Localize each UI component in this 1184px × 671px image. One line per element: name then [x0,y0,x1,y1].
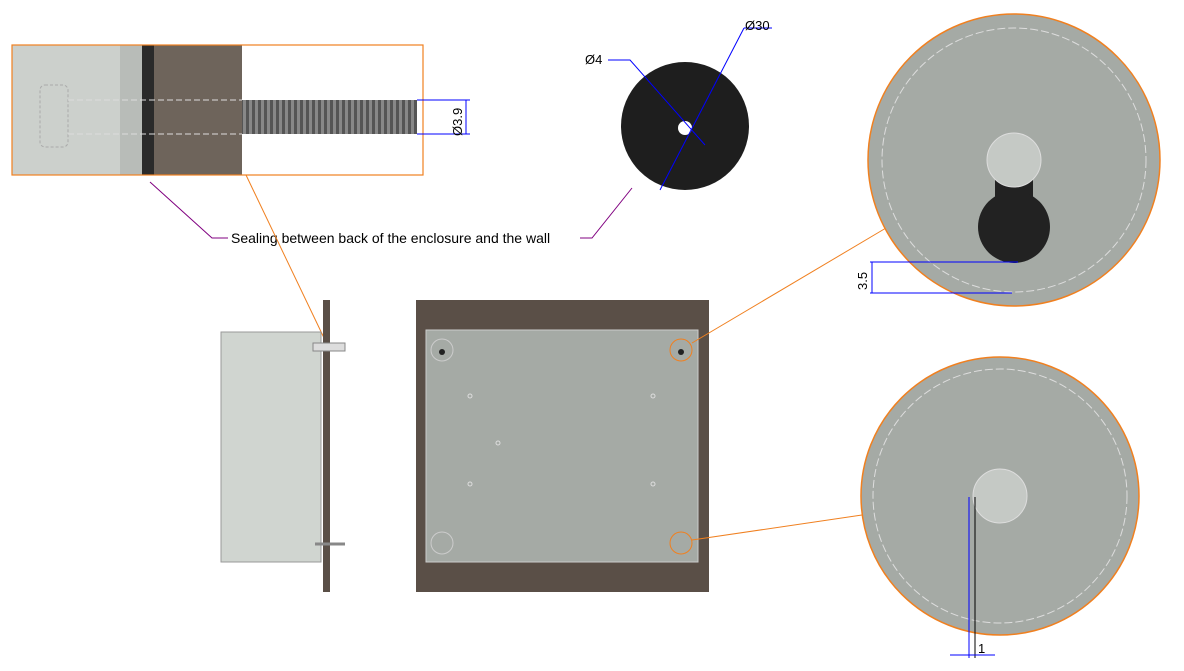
screw-offset-label: 1 [978,641,985,656]
section-detail: Ø3.9 [11,44,470,176]
keyhole-offset-label: 3.5 [855,272,870,290]
sealing-callout: Sealing between back of the enclosure an… [149,181,633,246]
gasket-outer-diameter-label: Ø30 [745,18,770,33]
keyhole-detail: 3.5 [855,13,1161,307]
front-view [416,300,709,592]
screw-diameter-label: Ø3.9 [450,108,465,136]
gasket-view: Ø30 Ø4 [585,18,772,191]
gasket-hole-diameter-label: Ø4 [585,52,602,67]
side-view [220,300,346,592]
sealing-label: Sealing between back of the enclosure an… [231,230,550,246]
screw-detail: 1 [860,356,1140,658]
